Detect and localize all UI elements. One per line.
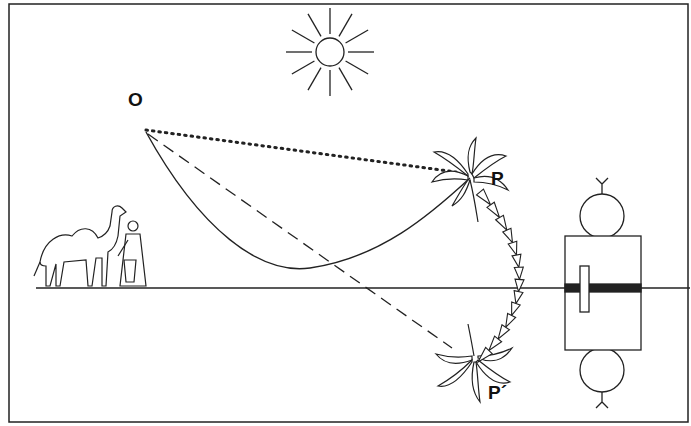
sun [286, 8, 374, 96]
point-label: O [128, 90, 143, 109]
direct-sight-line [146, 130, 456, 172]
triangle-chain [477, 189, 524, 362]
observer-device [565, 178, 641, 408]
frame [9, 4, 688, 422]
apparent-sight-line [148, 134, 452, 348]
palm-tree [432, 138, 508, 222]
point-label: P [491, 169, 504, 188]
traveller [118, 221, 146, 286]
point-label: P´ [488, 383, 507, 402]
camel [34, 206, 126, 286]
inverted-palm-image [436, 324, 512, 402]
refracted-ray [146, 132, 470, 269]
